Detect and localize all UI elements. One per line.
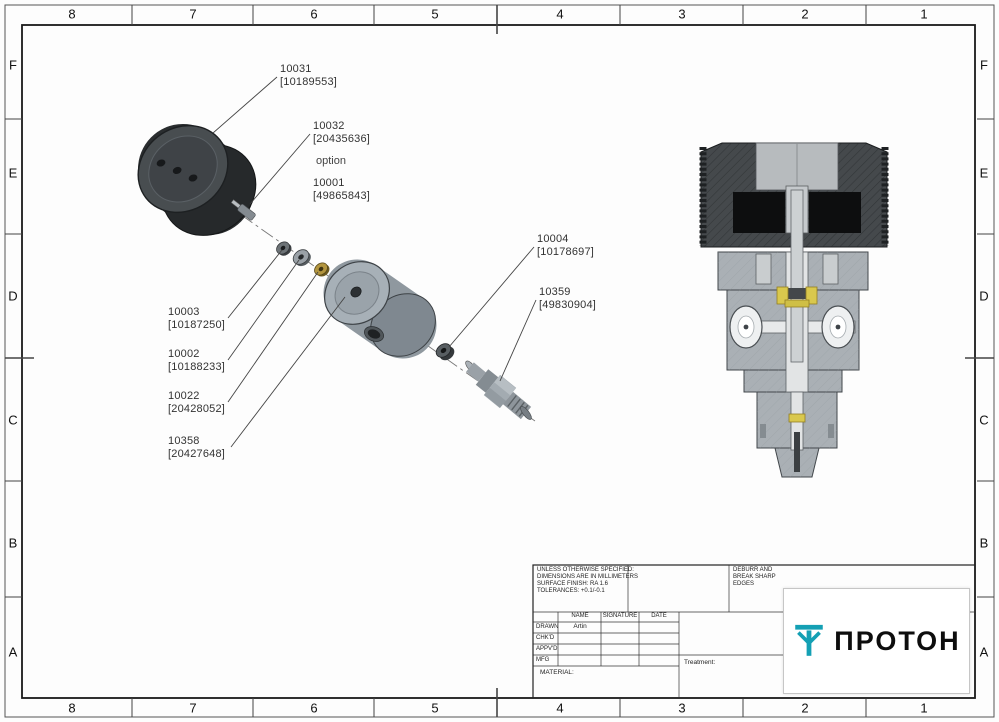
zone-label-top-3: 3 [678,6,686,22]
row-label-appvd: APPV'D [536,646,558,652]
part-label-10032: 10032 [20435636] [313,120,370,146]
deburr-line: BREAK SHARP [733,574,776,580]
zone-label-right-C: C [979,412,989,428]
zone-label-left-F: F [9,57,17,73]
zone-label-top-5: 5 [431,6,439,22]
part-label-10031: 10031 [10189553] [280,63,337,89]
part-ref: [49865843] [313,190,371,202]
part-number: 10022 [168,390,200,402]
zone-label-right-B: B [979,535,989,551]
part-number: 10031 [280,63,312,75]
spec-line: DIMENSIONS ARE IN MILLIMETERS [537,574,639,580]
part-label-10003: 10003 [10187250] [168,306,225,332]
company-logo-box: ПРОТОН [783,588,970,694]
zone-label-bottom-2: 2 [801,700,809,716]
proton-logo-icon [795,624,824,656]
col-header-signature: SIGNATURE [602,613,638,619]
part-label-10004: 10004 [10178697] [537,233,594,259]
part-fitting-10359 [465,360,532,420]
zone-label-top-1: 1 [920,6,928,22]
section-view [699,142,889,478]
zone-label-top-6: 6 [310,6,318,22]
part-number: 10359 [539,286,571,298]
row-label-drawn: DRAWN [536,624,559,630]
titleblock-grid [532,564,976,699]
part-ref: [49830904] [539,299,597,311]
zone-label-bottom-4: 4 [556,700,564,716]
part-ref: [20435636] [313,133,371,145]
exploded-view [137,76,537,448]
part-ref: [10178697] [537,246,595,258]
tolerance-note: UNLESS OTHERWISE SPECIFIED: DIMENSIONS A… [537,567,638,595]
part-label-10359: 10359 [49830904] [539,286,596,312]
part-nut-10002 [292,249,311,267]
zone-label-right-A: A [979,644,989,660]
part-brassnut-10022 [314,262,330,277]
proton-logo-text: ПРОТОН [834,625,961,656]
part-label-10022: 10022 [20428052] [168,390,225,416]
spec-line: TOLERANCES: +0.1/-0.1 [537,588,605,594]
part-number: 10003 [168,306,200,318]
part-ref: [10189553] [280,76,338,88]
option-label: option [316,155,346,167]
zone-label-right-E: E [979,165,989,181]
part-label-10002: 10002 [10188233] [168,348,225,374]
zone-label-bottom-5: 5 [431,700,439,716]
part-washer-10003 [276,241,292,256]
col-header-date: DATE [651,613,667,619]
zone-label-left-E: E [8,165,18,181]
part-knob-10031 [137,124,257,236]
zone-label-top-4: 4 [556,6,564,22]
spec-line: SURFACE FINISH: RA 1.6 [537,581,609,587]
zone-label-top-2: 2 [801,6,809,22]
zone-label-left-C: C [8,412,18,428]
part-number: 10004 [537,233,569,245]
part-pin-10032 [230,199,256,221]
leader-lines [212,76,537,448]
zone-label-bottom-3: 3 [678,700,686,716]
part-number: 10001 [313,177,345,189]
row-label-mfg: MFG [536,657,550,663]
deburr-line: EDGES [733,581,755,587]
part-ref: [10187250] [168,319,226,331]
zone-label-bottom-6: 6 [310,700,318,716]
zone-label-right-D: D [979,288,989,304]
zone-label-right-F: F [980,57,988,73]
part-ref: [20428052] [168,403,226,415]
zone-label-bottom-7: 7 [189,700,197,716]
material-label: MATERIAL: [540,669,574,676]
sheet-frame [4,4,995,718]
part-number: 10358 [168,435,200,447]
part-body-10358 [323,259,437,359]
drawn-by-name: Artin [573,623,587,630]
spec-line: UNLESS OTHERWISE SPECIFIED: [537,567,634,573]
deburr-line: DEBURR AND [733,567,773,573]
part-label-10358: 10358 [20427648] [168,435,225,461]
col-header-name: NAME [571,613,589,619]
zone-label-bottom-1: 1 [920,700,928,716]
part-number: 10002 [168,348,200,360]
deburr-note: DEBURR AND BREAK SHARP EDGES [733,567,776,588]
row-label-chkd: CHK'D [536,635,555,641]
treatment-label: Treatment: [684,659,716,666]
zone-label-bottom-8: 8 [68,700,76,716]
zone-label-left-B: B [8,535,18,551]
zone-label-top-8: 8 [68,6,76,22]
part-ref: [10188233] [168,361,226,373]
part-label-10001: 10001 [49865843] [313,177,370,203]
part-ref: [20427648] [168,448,226,460]
part-nut-10004 [435,343,455,361]
part-number: 10032 [313,120,345,132]
zone-label-top-7: 7 [189,6,197,22]
zone-label-left-A: A [8,644,18,660]
zone-label-left-D: D [8,288,18,304]
